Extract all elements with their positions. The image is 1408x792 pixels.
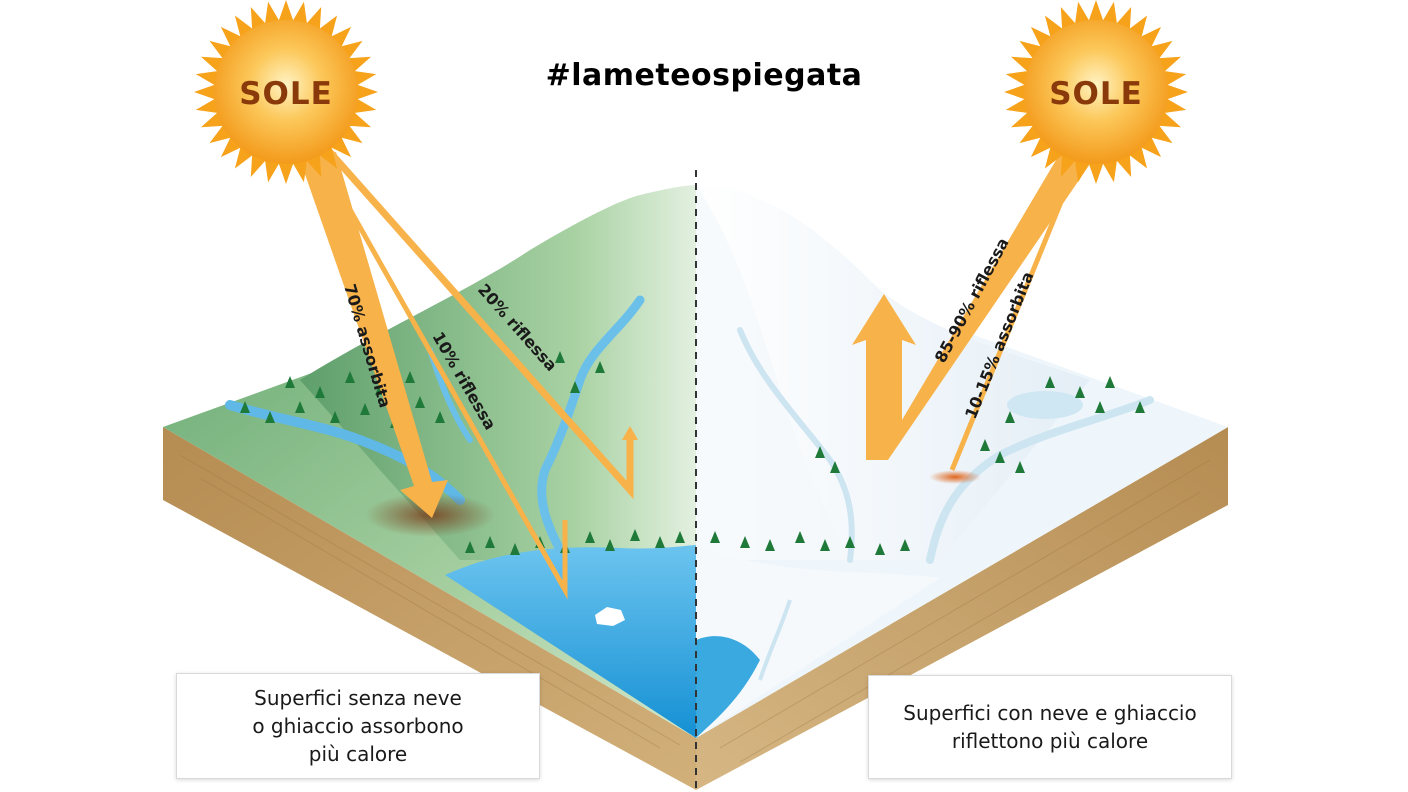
- pond-right: [1007, 391, 1083, 419]
- beams-right: [852, 150, 1090, 471]
- beam-absorbed-left: [300, 152, 448, 518]
- absorption-spot-right: [929, 470, 981, 484]
- mountain-left: [300, 185, 696, 560]
- lake-right: [696, 545, 940, 738]
- sun-left-label: SOLE: [239, 76, 333, 112]
- ice-floe-left: [595, 607, 625, 626]
- tree: [740, 536, 750, 548]
- river-right-1: [737, 327, 855, 563]
- soil-block: [163, 427, 1228, 790]
- tree: [675, 531, 685, 543]
- caption-right: Superfici con neve e ghiaccio riflettono…: [868, 675, 1232, 779]
- tree: [570, 381, 580, 393]
- caption-left-line3: più calore: [308, 742, 408, 766]
- sun-left: SOLE: [194, 0, 378, 184]
- tree: [240, 401, 250, 413]
- caption-right-line2: riflettono più calore: [951, 729, 1149, 753]
- sun-right-label: SOLE: [1049, 76, 1143, 112]
- tree: [815, 446, 825, 458]
- tree: [595, 361, 605, 373]
- tree: [1075, 386, 1085, 398]
- caption-left: Superfici senza neve o ghiaccio assorbon…: [176, 673, 540, 779]
- tree: [1015, 461, 1025, 473]
- terrain-right: [696, 185, 1228, 738]
- sun-right-disc: [1024, 20, 1168, 164]
- tree: [765, 539, 775, 551]
- tree: [510, 543, 520, 555]
- tree: [1095, 401, 1105, 413]
- tree: [1045, 376, 1055, 388]
- tree: [630, 529, 640, 541]
- tree: [995, 451, 1005, 463]
- tree: [820, 539, 830, 551]
- tree: [415, 396, 425, 408]
- tree: [405, 371, 415, 383]
- tree: [345, 371, 355, 383]
- sun-left-disc: [214, 20, 358, 164]
- tree: [1105, 376, 1115, 388]
- tree: [900, 539, 910, 551]
- caption-left-line1: Superfici senza neve: [254, 686, 462, 710]
- tree: [555, 351, 565, 363]
- soil-right-face: [696, 427, 1228, 790]
- tree: [285, 376, 295, 388]
- beam-reflected-20-left: [325, 147, 634, 500]
- sun-right: SOLE: [1004, 0, 1188, 184]
- tree: [360, 403, 370, 415]
- soil-left-face: [163, 427, 696, 790]
- tree: [980, 439, 990, 451]
- tree: [330, 411, 340, 423]
- tree: [875, 543, 885, 555]
- tree: [1135, 401, 1145, 413]
- tree: [485, 536, 495, 548]
- tree: [435, 411, 445, 423]
- snow-mountain-shade: [696, 185, 850, 560]
- lake-left: [445, 545, 696, 738]
- caption-left-line2: o ghiaccio assorbono: [252, 714, 464, 738]
- tree: [295, 401, 305, 413]
- caption-right-line1: Superfici con neve e ghiaccio: [903, 701, 1197, 725]
- tree: [1005, 411, 1015, 423]
- beam-absorbed-right: [949, 159, 1081, 471]
- terrain-left: [163, 185, 696, 738]
- hashtag-title: #lameteospiegata: [545, 58, 863, 93]
- tree: [845, 536, 855, 548]
- water-right-corner: [696, 636, 760, 738]
- beam-reflected-right: [852, 150, 1090, 460]
- tree: [710, 531, 720, 543]
- tree: [655, 536, 665, 548]
- tree: [795, 531, 805, 543]
- tree: [315, 386, 325, 398]
- beams-left: [300, 147, 638, 600]
- tree: [265, 411, 275, 423]
- tree: [605, 539, 615, 551]
- tree: [465, 541, 475, 553]
- beam-reflected-10-left: [319, 158, 568, 600]
- beam-reflected-20-arrowhead: [622, 426, 638, 440]
- tree: [830, 461, 840, 473]
- tree: [585, 531, 595, 543]
- river-right-3: [758, 599, 792, 681]
